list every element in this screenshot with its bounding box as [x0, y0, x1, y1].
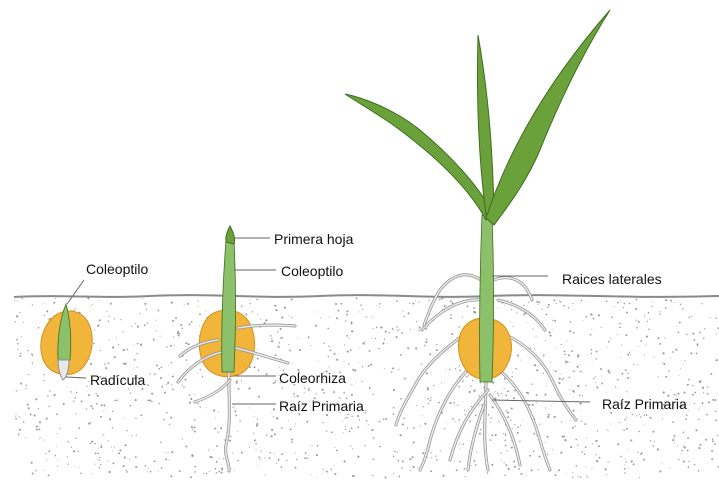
stage-1-seedling [41, 280, 92, 380]
label-lateral-roots-stage-3: Raices laterales [562, 271, 662, 287]
label-primary-root-stage-2: Raíz Primaria [279, 398, 364, 414]
soil-surface-line [14, 295, 719, 297]
stage-2-seedling [178, 226, 295, 471]
stage-3-root-leader [492, 400, 590, 402]
stage-3-leaf-right [486, 10, 610, 225]
stage-1-coleoptile-leader [67, 280, 84, 304]
stage-2-coleoptile [222, 240, 236, 372]
stage-1-radicle-leader [66, 377, 86, 378]
label-coleoptile-stage-1: Coleoptilo [86, 261, 148, 277]
stage-3-leaf-left [345, 94, 492, 220]
label-coleoptile-stage-2: Coleoptilo [281, 263, 343, 279]
label-coleorhiza-stage-2: Coleorhiza [279, 370, 346, 386]
stage-3-stem [480, 215, 494, 382]
stage-3-leaf-center [477, 35, 494, 215]
label-primary-root-stage-3: Raíz Primaria [602, 396, 687, 412]
stage-2-first-leaf [226, 226, 235, 244]
label-first-leaf-stage-2: Primera hoja [274, 231, 353, 247]
stage-3-plant [345, 10, 610, 470]
label-radicle-stage-1: Radícula [90, 372, 145, 388]
stage-2-roots [178, 325, 295, 471]
